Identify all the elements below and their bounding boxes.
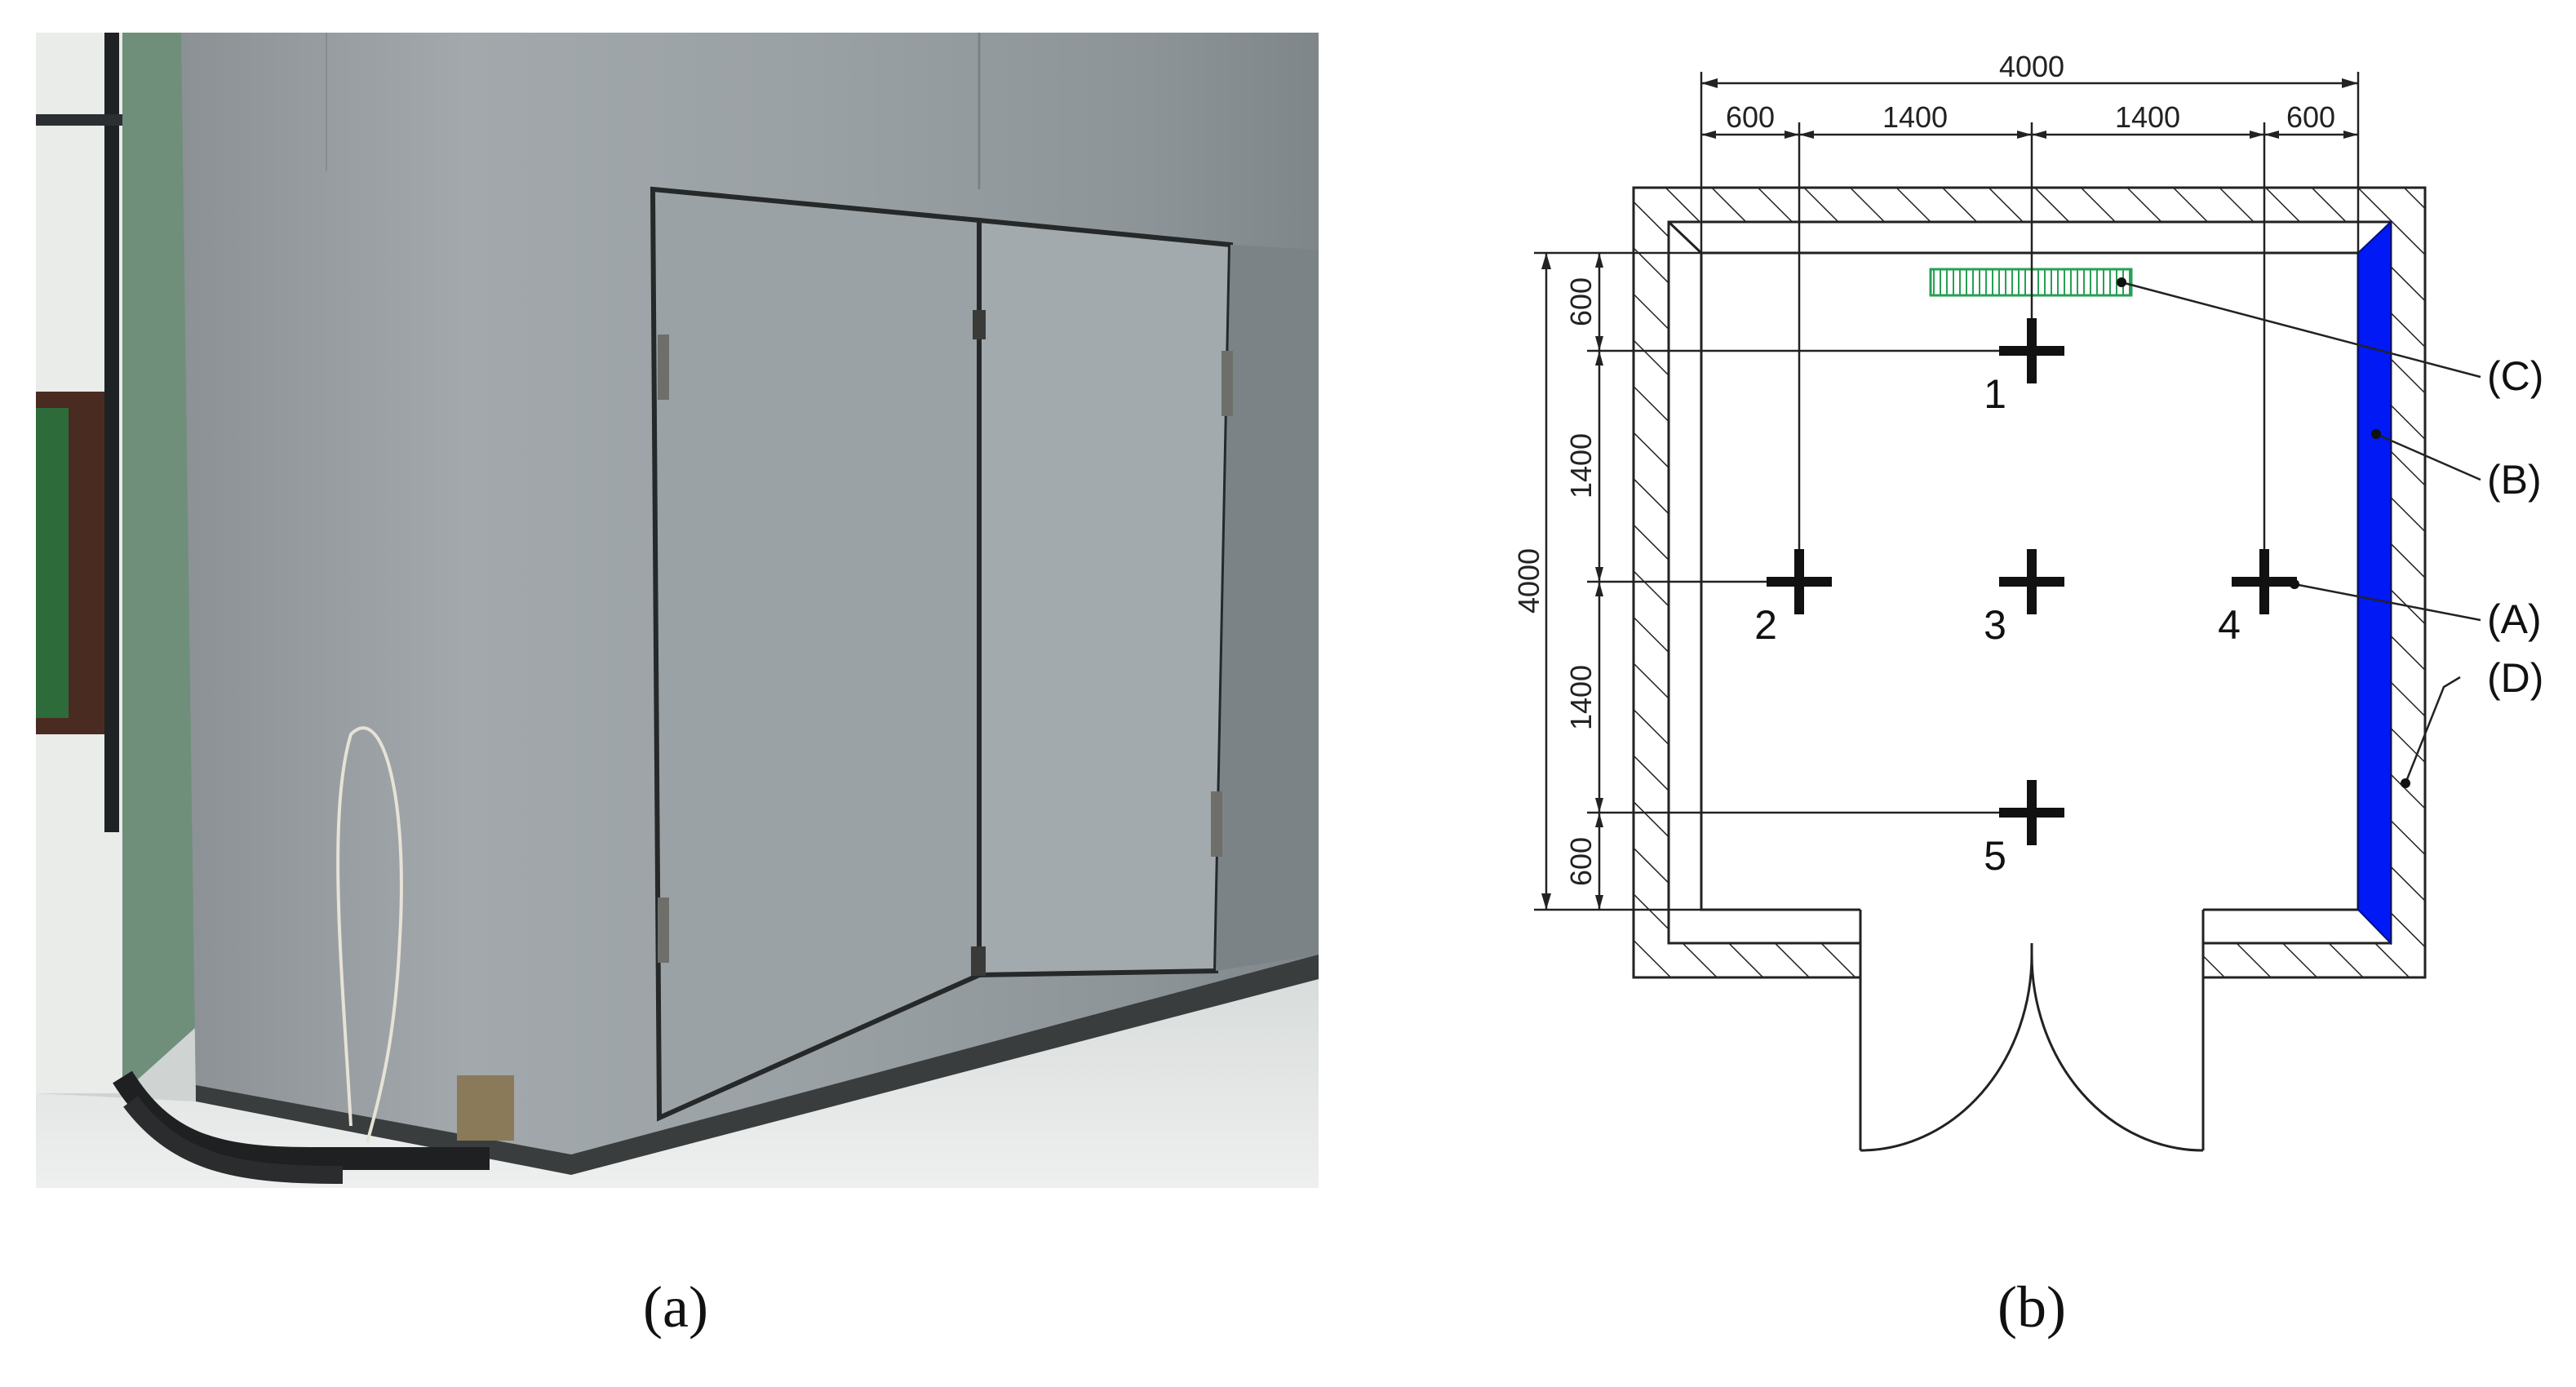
panel-b-plan: 4000 600 1400 1400 600 4000 600 1400 140…: [1512, 50, 2543, 1152]
point-label-2: 2: [1754, 602, 1777, 648]
panel-a-photo: [36, 33, 1319, 1188]
point-label-1: 1: [1984, 371, 2006, 417]
dim-left-seg-2: 1400: [1564, 433, 1598, 499]
top-dimension-arrows: [1701, 78, 2358, 139]
door-swing-left: [1860, 954, 2033, 1152]
point-3-cross: [1999, 549, 2064, 614]
floor-cables: [123, 1096, 344, 1184]
callout-a: (A): [2487, 596, 2542, 642]
wall-plate: [457, 1075, 514, 1141]
callout-d: (D): [2487, 655, 2543, 701]
dim-top-seg-3: 1400: [2115, 100, 2180, 134]
dim-top-total: 4000: [1999, 50, 2064, 83]
dim-top-seg-2: 1400: [1882, 100, 1948, 134]
vertical-pipe: [104, 33, 119, 832]
point-2-cross: [1767, 549, 1832, 614]
hanging-wire: [336, 726, 403, 1143]
point-label-5: 5: [1984, 833, 2006, 879]
chamber-side-wall: [122, 33, 204, 1093]
caption-a: (a): [643, 1274, 708, 1340]
door-latch[interactable]: [973, 310, 986, 339]
callout-dots: [2117, 277, 2410, 788]
green-cabinet: [36, 408, 69, 718]
corner-line: [1667, 220, 1703, 255]
door-hinge: [1211, 791, 1222, 857]
dim-top-seg-4: 600: [2286, 100, 2335, 134]
dim-left-seg-3: 1400: [1564, 665, 1598, 730]
door-hinge: [658, 335, 669, 400]
measurement-crosses: [1767, 318, 2297, 845]
door-frame-right: [1216, 245, 1319, 971]
dim-left-seg-1: 600: [1564, 277, 1598, 326]
point-1-cross: [1999, 318, 2064, 383]
dim-top-seg-1: 600: [1726, 100, 1775, 134]
dim-left-seg-4: 600: [1564, 837, 1598, 886]
chamber-door-right[interactable]: [977, 217, 1234, 978]
point-label-4: 4: [2218, 602, 2241, 648]
pipe-bracket: [36, 114, 126, 126]
point-4-cross: [2232, 549, 2297, 614]
point-5-cross: [1999, 780, 2064, 845]
point-label-3: 3: [1984, 602, 2006, 648]
callout-leaders: [2121, 281, 2481, 784]
floor: [36, 979, 1319, 1188]
door-latch[interactable]: [971, 946, 986, 976]
chamber-door-left[interactable]: [650, 186, 982, 1122]
caption-b: (b): [1997, 1274, 2066, 1340]
door-hinge: [1221, 351, 1233, 416]
callout-b: (B): [2487, 457, 2542, 503]
left-dimension-arrows: [1541, 253, 1603, 910]
callout-c: (C): [2487, 353, 2543, 399]
dim-left-total: 4000: [1512, 548, 1545, 614]
door-hinge: [658, 897, 669, 963]
radiant-panel-b: [2357, 219, 2392, 946]
door-swing-right: [2030, 954, 2204, 1152]
